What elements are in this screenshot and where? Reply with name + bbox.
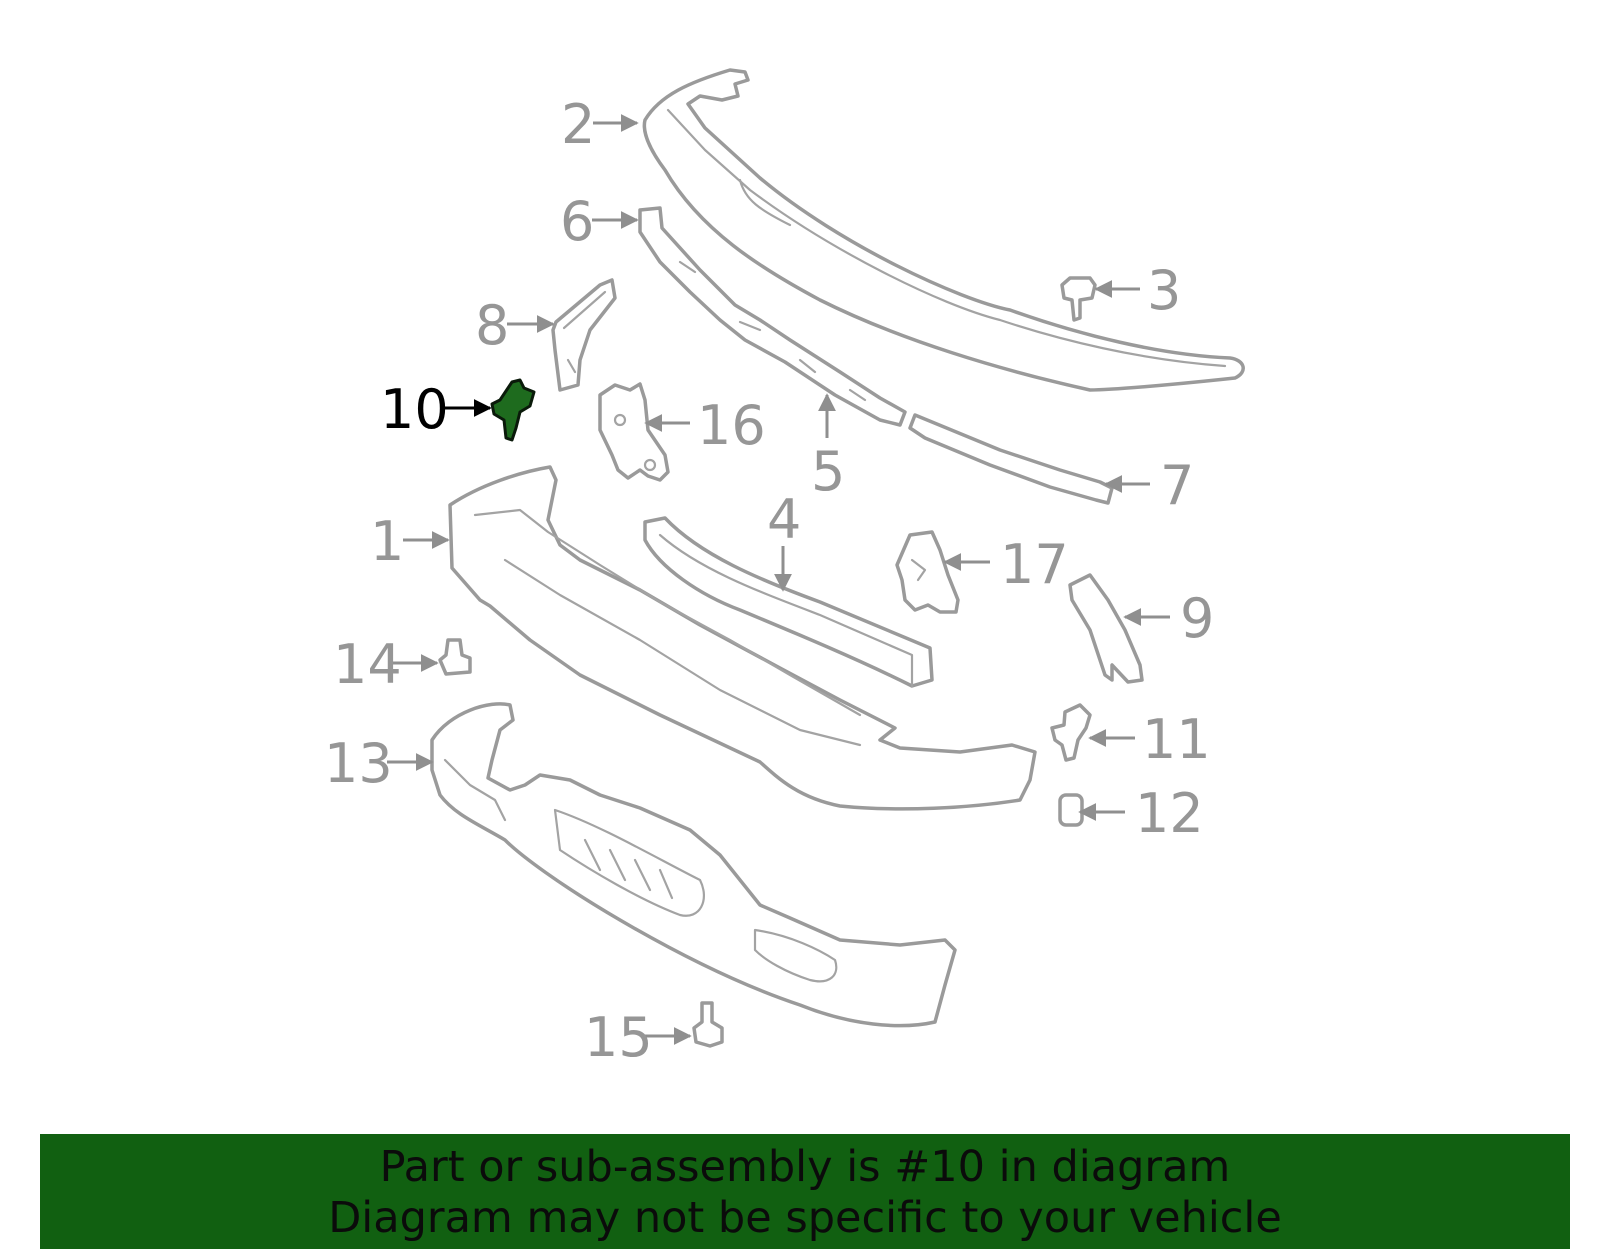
part-1-bumper-face-bar[interactable]	[448, 465, 1037, 811]
part-16-bracket[interactable]	[598, 382, 670, 482]
callout-8[interactable]: 8	[475, 294, 509, 357]
callout-3[interactable]: 3	[1147, 259, 1181, 322]
callout-16[interactable]: 16	[697, 394, 766, 457]
part-12-nut[interactable]	[1058, 793, 1084, 827]
callout-7[interactable]: 7	[1160, 454, 1194, 517]
callout-5[interactable]: 5	[811, 440, 845, 503]
callout-1[interactable]: 1	[370, 510, 404, 573]
callout-14[interactable]: 14	[333, 633, 402, 696]
callout-10[interactable]: 10	[380, 378, 449, 441]
part-9-bracket[interactable]	[1068, 573, 1144, 684]
callout-13[interactable]: 13	[324, 732, 393, 795]
callout-2[interactable]: 2	[561, 93, 595, 156]
part-14-pin[interactable]	[438, 638, 472, 676]
info-banner: Part or sub-assembly is #10 in diagram D…	[40, 1134, 1570, 1249]
callout-9[interactable]: 9	[1180, 587, 1214, 650]
part-2-upper-cover[interactable]	[642, 68, 1245, 392]
callout-12[interactable]: 12	[1135, 782, 1204, 845]
part-3-bolt[interactable]	[1060, 276, 1097, 322]
callout-labels: 2 6 3 8 10 16 5 7 1 4 17 9 14 11 13 12 1…	[324, 93, 1214, 1069]
callout-11[interactable]: 11	[1142, 708, 1211, 771]
banner-line-2: Diagram may not be specific to your vehi…	[328, 1193, 1282, 1243]
callout-17[interactable]: 17	[1000, 533, 1069, 596]
part-6-5-7-reinforcement[interactable]	[638, 206, 1114, 505]
callout-6[interactable]: 6	[560, 190, 594, 253]
part-10-clip-highlighted[interactable]	[490, 378, 536, 442]
callout-4[interactable]: 4	[767, 488, 801, 551]
banner-line-1: Part or sub-assembly is #10 in diagram	[379, 1142, 1231, 1192]
part-8-bracket[interactable]	[551, 278, 617, 392]
part-11-clip[interactable]	[1050, 703, 1092, 762]
callout-arrows	[387, 114, 1170, 1045]
part-13-lower-valance[interactable]	[430, 702, 957, 1028]
part-4-impact-bar[interactable]	[643, 516, 934, 688]
part-15-bolt[interactable]	[692, 1001, 724, 1048]
part-17-bracket[interactable]	[895, 530, 960, 614]
callout-15[interactable]: 15	[584, 1006, 653, 1069]
